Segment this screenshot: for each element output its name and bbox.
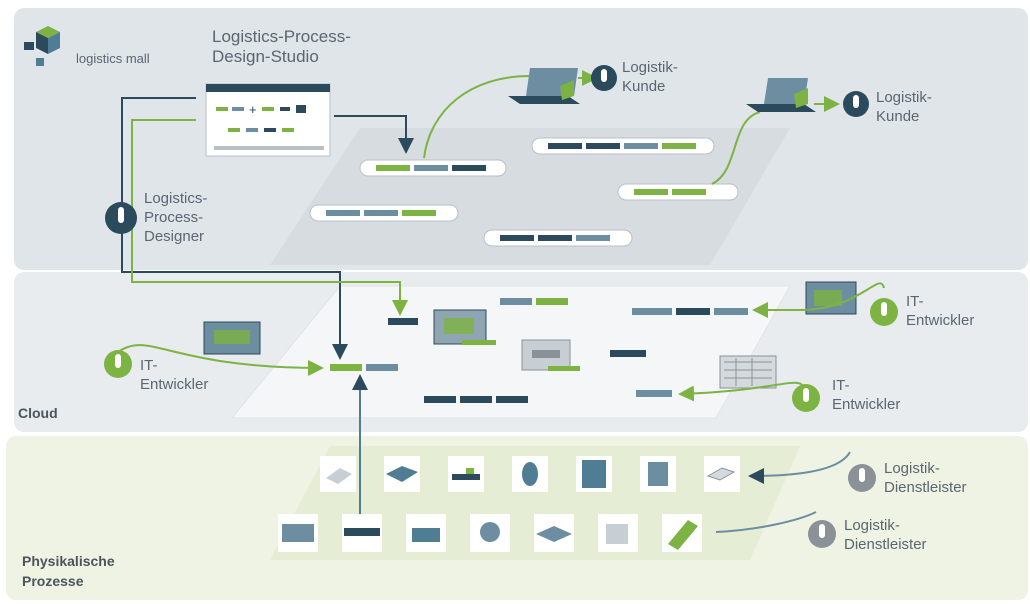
physical-zone-label-line1: Physikalische	[22, 553, 115, 569]
process-to-kunde-2-connector	[711, 111, 761, 185]
warehouse-tile	[470, 514, 510, 552]
warehouse-tile	[704, 456, 740, 492]
app-window-icon	[433, 309, 496, 345]
process-bar	[309, 204, 459, 222]
warehouse-tile	[278, 514, 318, 552]
dienstleister-1-connector	[748, 451, 851, 484]
warehouse-tile	[406, 514, 446, 552]
kunde-1-person-icon	[591, 65, 617, 91]
studio-title-line2: Design-Studio	[212, 47, 319, 66]
process-bar	[483, 229, 633, 247]
designer-person-icon	[105, 202, 137, 234]
process-bar	[359, 159, 507, 177]
service-chip	[636, 390, 672, 397]
cloud-zone-label: Cloud	[18, 405, 58, 421]
designer-label-line1: Logistics-	[144, 190, 207, 207]
studio-to-process-connector	[334, 115, 414, 154]
dienstleister-2-connector	[715, 511, 817, 533]
studio-to-service-connector	[131, 119, 408, 316]
kunde-2-person-icon	[843, 91, 869, 117]
kunde-1-label-line2: Kunde	[622, 78, 665, 95]
warehouse-tile	[662, 514, 702, 552]
warehouse-tile	[448, 456, 484, 492]
warehouse-tile	[534, 514, 574, 552]
svg-text:+: +	[249, 102, 257, 117]
service-chip	[330, 364, 398, 371]
laptop-icon	[508, 68, 580, 104]
it-entwickler-2-person-icon	[870, 298, 898, 326]
warehouse-tile	[342, 514, 382, 552]
it-entwickler-1-person-icon	[104, 350, 132, 378]
it-entwickler-3-person-icon	[792, 384, 820, 412]
dev-1-connector	[117, 344, 324, 376]
dienstleister-2-label-line1: Logistik-	[844, 517, 900, 534]
warehouse-tile	[384, 456, 420, 492]
service-chip	[388, 318, 418, 325]
process-bar	[531, 137, 715, 155]
process-to-kunde-1-connector	[423, 75, 531, 159]
laptop-icon	[746, 78, 816, 112]
warehouse-tile	[576, 456, 612, 492]
logistics-mall-cube-logo	[24, 26, 60, 66]
service-chip	[500, 298, 568, 305]
service-chip	[424, 396, 528, 403]
designer-label-line3: Designer	[144, 228, 204, 245]
warehouse-tile	[320, 456, 356, 492]
brand-name: logistics mall	[76, 51, 150, 66]
kunde-2-label-line2: Kunde	[876, 108, 919, 125]
dienstleister-2-label-line2: Dienstleister	[844, 536, 927, 553]
it-entwickler-3-label-line1: IT-	[832, 377, 850, 394]
dienstleister-1-person-icon	[848, 464, 876, 492]
warehouse-tile	[640, 456, 676, 492]
warehouse-tile	[598, 514, 638, 552]
studio-window: +	[205, 83, 331, 157]
app-window-icon	[203, 321, 261, 355]
it-entwickler-2-label-line2: Entwickler	[906, 312, 974, 329]
it-entwickler-2-label-line1: IT-	[906, 293, 924, 310]
kunde-2-label-line1: Logistik-	[876, 89, 932, 106]
dienstleister-1-label-line1: Logistik-	[884, 460, 940, 477]
app-window-icon	[521, 339, 580, 371]
physical-zone-label-line2: Prozesse	[22, 573, 84, 589]
designer-label-line2: Process-	[144, 209, 203, 226]
cloud-platform	[230, 285, 791, 419]
it-entwickler-3-label-line2: Entwickler	[832, 396, 900, 413]
dienstleister-2-person-icon	[808, 520, 836, 548]
app-window-icon	[719, 355, 777, 389]
dev-2-connector	[752, 282, 885, 318]
it-entwickler-1-label-line2: Entwickler	[140, 376, 208, 393]
studio-title-line1: Logistics-Process-	[212, 27, 351, 46]
kunde-1-label-line1: Logistik-	[622, 59, 678, 76]
it-entwickler-1-label-line1: IT-	[140, 357, 158, 374]
studio-to-cloud-connector	[121, 97, 348, 360]
warehouse-tile	[512, 456, 548, 492]
service-chip	[610, 350, 646, 357]
service-chip	[632, 308, 748, 315]
process-bar	[617, 183, 739, 201]
dienstleister-1-label-line2: Dienstleister	[884, 479, 967, 496]
